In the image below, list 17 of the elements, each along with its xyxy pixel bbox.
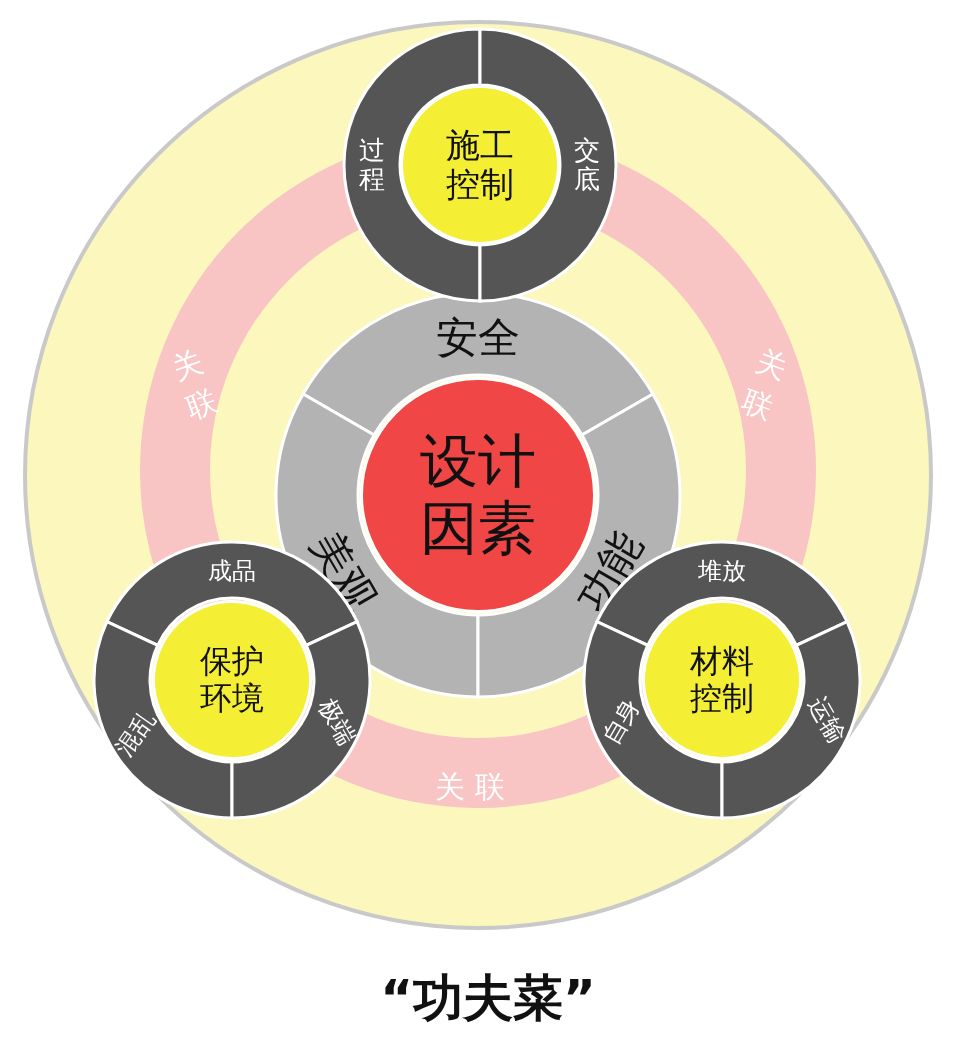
node-label: 保护环境 (199, 643, 265, 717)
node-label: 混乱 (110, 706, 162, 762)
node-label: 自身 (598, 694, 646, 750)
title: “功夫菜” (379, 968, 597, 1029)
node-label: 极端 (312, 694, 360, 750)
node-label: 交底 (573, 136, 601, 194)
ring-label: 关联 (166, 342, 223, 428)
ring-label: 关联 (736, 342, 793, 428)
node-label: 成品 (208, 558, 256, 586)
node-label: 施工控制 (445, 125, 515, 205)
node-label: 堆放 (698, 558, 746, 586)
node-label: 安全 (436, 313, 520, 363)
node-label: 材料控制 (689, 643, 755, 717)
node-label: 设计因素 (419, 428, 537, 562)
ring-label: 关联 (435, 767, 515, 806)
node-label: 运输 (802, 692, 850, 748)
node-label: 过程 (358, 136, 386, 194)
